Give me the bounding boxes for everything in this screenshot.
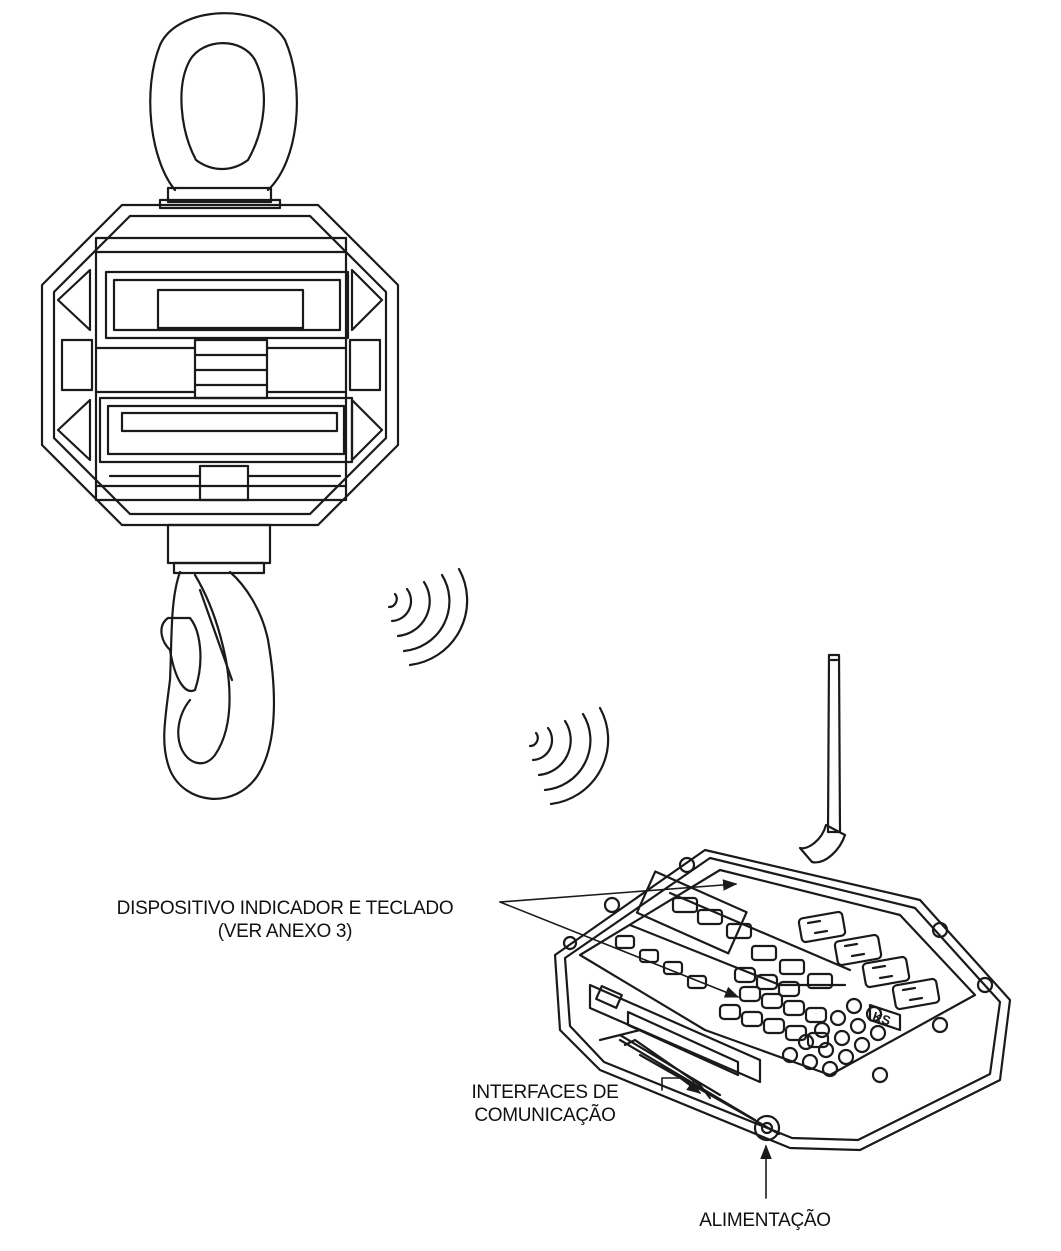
screw-holes <box>562 856 994 1084</box>
upper-display-housing <box>104 270 350 340</box>
upper-display-window <box>156 288 305 330</box>
lower-display-housing <box>98 396 354 464</box>
label-interfaces-line2: COMUNICAÇÃO <box>474 1105 616 1126</box>
label-power-text: ALIMENTAÇÃO <box>699 1210 831 1231</box>
leader-keypad <box>499 901 740 998</box>
hook <box>160 570 275 800</box>
leader-display <box>499 879 738 903</box>
brand-mark: KS <box>871 1009 893 1029</box>
label-communication-interfaces: INTERFACES DE COMUNICAÇÃO <box>425 1081 665 1127</box>
lower-display-window <box>120 411 339 433</box>
wireless-signal-upper <box>387 567 469 667</box>
label-display-keyboard-line2: (VER ANEXO 3) <box>217 921 353 942</box>
hook-swivel <box>166 523 272 575</box>
label-display-keyboard: DISPOSITIVO INDICADOR E TECLADO (VER ANE… <box>60 897 510 943</box>
label-display-keyboard-line1: DISPOSITIVO INDICADOR E TECLADO <box>116 898 454 919</box>
wireless-signal-lower <box>528 706 610 806</box>
label-interfaces-line1: INTERFACES DE <box>471 1082 619 1103</box>
indicator-keypad <box>718 966 887 1078</box>
crane-scale <box>40 12 400 800</box>
lifting-eye <box>149 12 298 210</box>
indicator-display <box>635 870 748 955</box>
label-power: ALIMENTAÇÃO <box>665 1209 865 1232</box>
indicator-digits <box>797 910 941 1011</box>
power-connector <box>618 1038 781 1142</box>
scale-body <box>40 203 400 527</box>
leader-lines <box>499 879 772 1199</box>
indicator-unit <box>553 653 1012 1152</box>
antenna <box>798 653 847 864</box>
leader-interfaces <box>661 1077 702 1094</box>
indicator-function-keys <box>614 896 834 990</box>
